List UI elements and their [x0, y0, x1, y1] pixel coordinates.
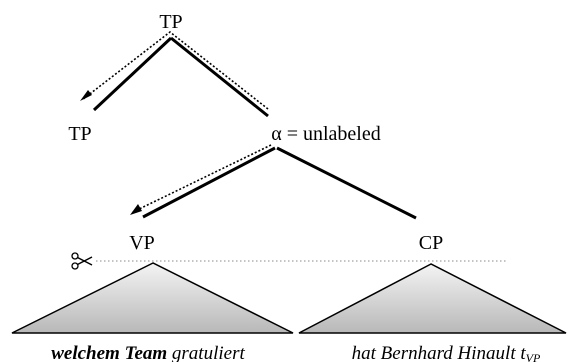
branch-tp-to-left-tp: [92, 36, 173, 112]
terminal-left-rest: gratuliert: [167, 343, 245, 362]
terminal-right-main: hat Bernhard Hinault t: [352, 343, 527, 362]
labeling-path-top: [81, 30, 269, 110]
node-tp-left: TP: [68, 123, 91, 145]
branch-alpha-to-vp: [142, 146, 276, 219]
node-cp: CP: [419, 232, 443, 254]
branch-alpha-to-cp: [276, 146, 417, 220]
labeling-path-lower: [132, 144, 272, 213]
node-vp: VP: [129, 232, 155, 254]
terminal-left-bold: welchem Team: [51, 343, 167, 362]
node-tp-root: TP: [159, 11, 182, 33]
triangle-vp: [11, 262, 294, 334]
node-alpha-unlabeled: α = unlabeled: [271, 123, 381, 145]
arrowhead-lower-icon: [130, 204, 142, 215]
branch-tp-to-alpha: [170, 36, 269, 118]
triangle-cp: [298, 263, 567, 334]
terminal-right: hat Bernhard Hinault tVP: [352, 343, 541, 362]
arrowhead-top-icon: [80, 90, 92, 101]
terminal-right-subscript: VP: [526, 351, 541, 362]
scissors-icon: [71, 252, 93, 270]
terminal-left: welchem Team gratuliert: [51, 343, 245, 362]
